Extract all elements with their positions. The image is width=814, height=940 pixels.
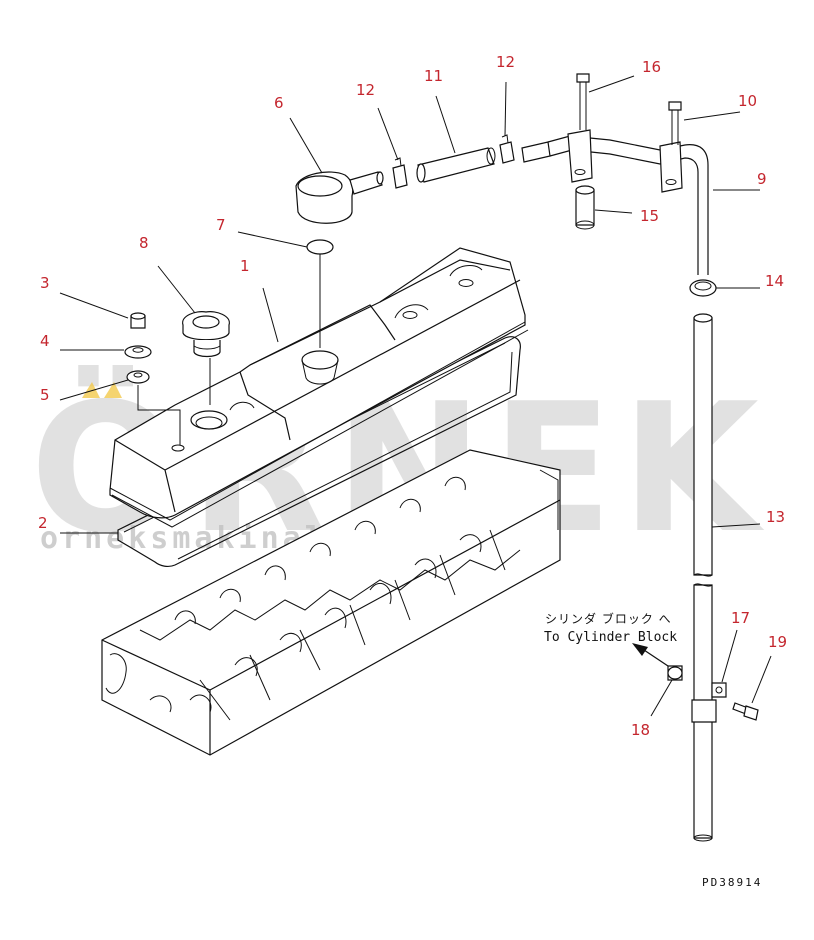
callout-6: 6 — [274, 94, 284, 112]
clip — [667, 665, 683, 681]
callout-7: 7 — [216, 216, 226, 234]
cover-bolt — [130, 312, 146, 329]
hose-clamp-14 — [689, 279, 717, 297]
direction-arrow-icon — [632, 643, 669, 667]
leader-lines — [59, 75, 772, 717]
hose-clamp-left — [392, 157, 408, 189]
bolt-16 — [576, 73, 590, 130]
callout-8: 8 — [139, 234, 149, 252]
cylinder-head — [101, 449, 561, 756]
callout-1: 1 — [240, 257, 250, 275]
head-cover — [109, 247, 529, 528]
callout-13: 13 — [766, 508, 785, 526]
callout-labels: 1 2 3 4 5 6 7 8 9 10 11 12 12 13 14 15 1… — [38, 53, 787, 739]
callout-2: 2 — [38, 514, 48, 532]
callout-12-left: 12 — [356, 81, 375, 99]
tube — [691, 313, 717, 842]
callout-4: 4 — [40, 332, 50, 350]
hose-clamp-right — [499, 134, 515, 164]
callout-16: 16 — [642, 58, 661, 76]
callout-17: 17 — [731, 609, 750, 627]
bolt-10 — [668, 101, 682, 145]
breather — [295, 171, 384, 224]
callout-14: 14 — [765, 272, 784, 290]
callout-10: 10 — [738, 92, 757, 110]
callout-3: 3 — [40, 274, 50, 292]
callout-9: 9 — [757, 170, 767, 188]
callout-15: 15 — [640, 207, 659, 225]
callout-19: 19 — [768, 633, 787, 651]
drawing-code: PD38914 — [702, 876, 762, 889]
japanese-note: シリンダ ブロック へ — [545, 611, 672, 626]
breather-pipe — [521, 129, 709, 275]
english-note: To Cylinder Block — [544, 630, 677, 645]
oil-filler-cap — [182, 311, 230, 405]
watermark-accent-icon — [82, 382, 122, 398]
callout-18: 18 — [631, 721, 650, 739]
bolt-19 — [732, 702, 759, 721]
washer — [124, 345, 152, 359]
hose — [416, 147, 496, 183]
callout-12-right: 12 — [496, 53, 515, 71]
spacer-collar — [575, 185, 595, 230]
callout-11: 11 — [424, 67, 443, 85]
tube-bracket — [711, 682, 727, 698]
seal-grommet — [126, 370, 181, 445]
callout-5: 5 — [40, 386, 50, 404]
